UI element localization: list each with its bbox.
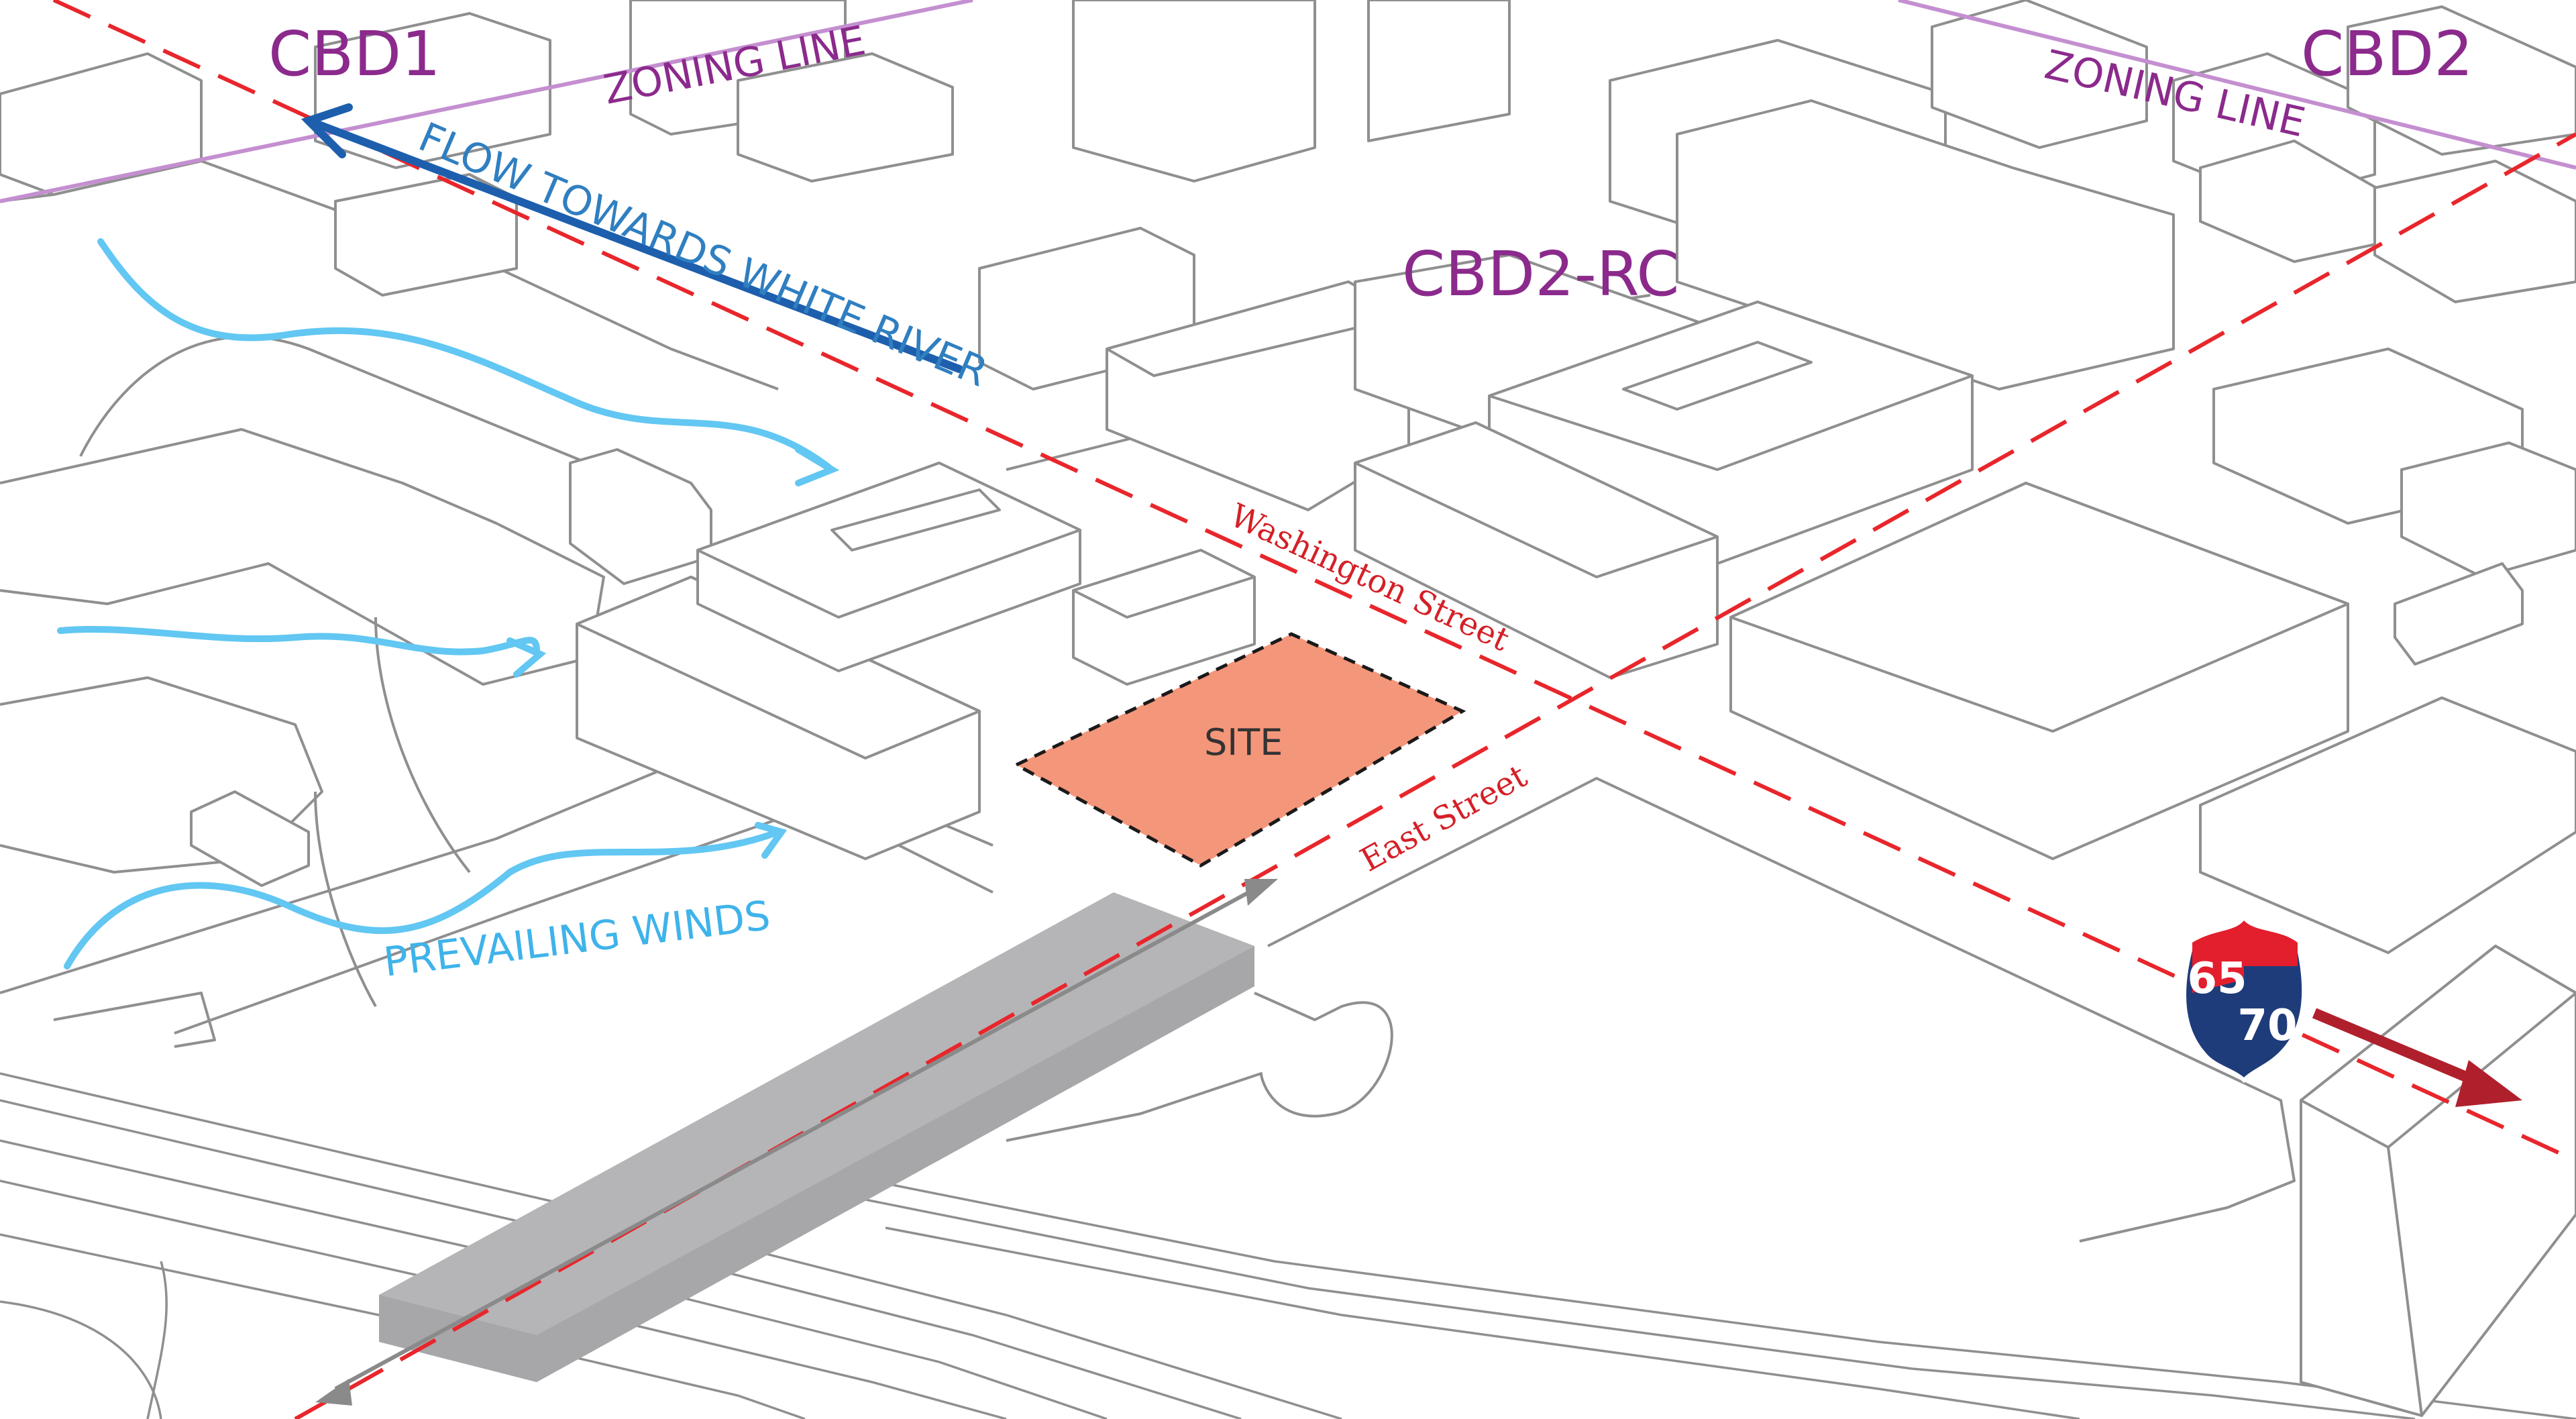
east-street-label: East Street — [1354, 757, 1534, 880]
washington-street-line — [52, 0, 2576, 1163]
cbd2-rc-label: CBD2-RC — [1402, 238, 1680, 310]
interstate-shield-icon: 65 70 — [2182, 917, 2306, 1084]
prevailing-winds-label: PREVAILING WINDS — [381, 892, 773, 986]
rail-arrow-ne — [1244, 879, 1278, 906]
shield-number-top: 65 — [2187, 954, 2247, 1004]
site-parcel — [1012, 632, 1466, 868]
zoning-lines — [0, 0, 2576, 203]
prevailing-winds — [57, 238, 840, 969]
site-label: SITE — [1204, 721, 1283, 764]
site-area — [1012, 632, 1466, 868]
rail-deck — [379, 892, 1254, 1382]
shield-number-bottom: 70 — [2237, 1001, 2297, 1051]
flow-arrow — [301, 103, 963, 373]
zoning-line-left — [0, 0, 973, 203]
cbd2-label: CBD2 — [2301, 18, 2473, 90]
rail-arrow-sw — [315, 1379, 352, 1406]
rail-lines — [0, 1072, 2576, 1419]
zoning-line-right — [1898, 0, 2576, 170]
highway-arrow — [2312, 1008, 2522, 1107]
cbd1-label: CBD1 — [268, 18, 441, 90]
mid-buildings — [190, 173, 2576, 1417]
rail-direction-arrows — [315, 879, 1278, 1406]
